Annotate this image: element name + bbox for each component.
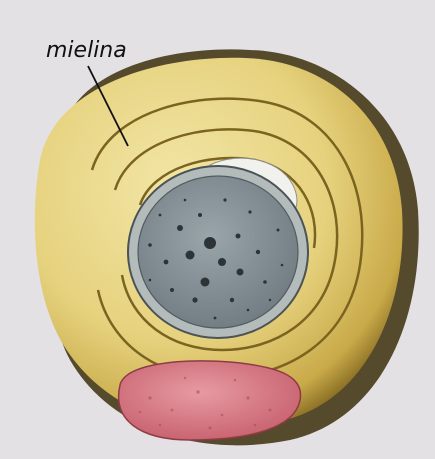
axon (138, 176, 298, 328)
myelin-label: mielina (46, 38, 127, 63)
